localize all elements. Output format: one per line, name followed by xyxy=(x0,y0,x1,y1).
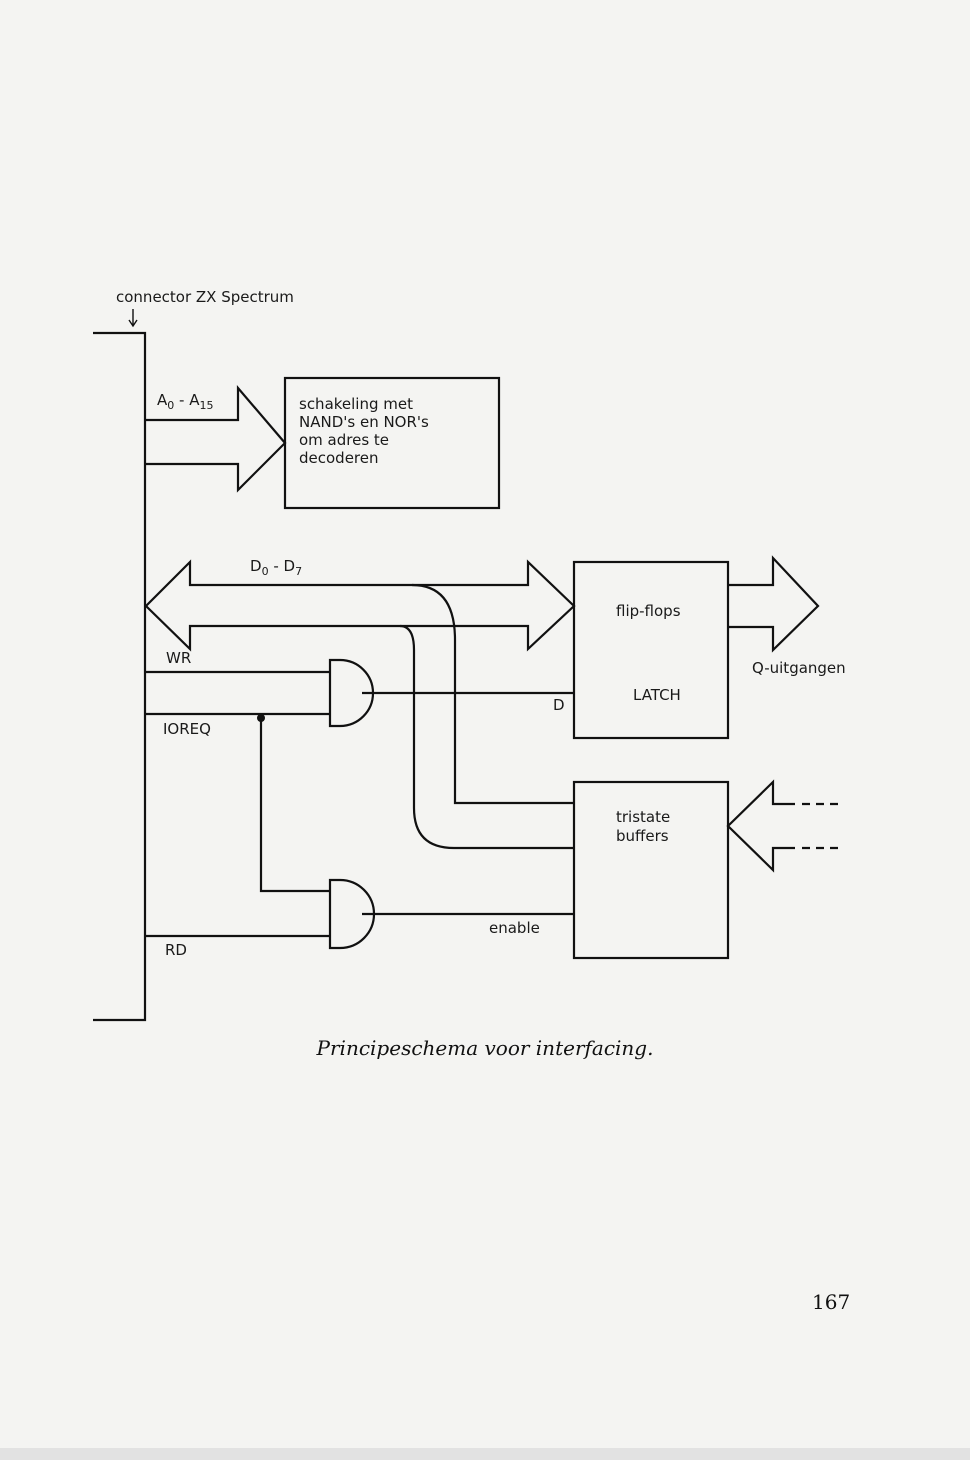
buffer-input-arrow xyxy=(726,779,795,873)
connector-bar xyxy=(93,331,147,1022)
page-bottom-edge xyxy=(0,1448,970,1460)
connector-pointer-icon xyxy=(128,309,138,328)
decoder-line-1: schakeling met xyxy=(299,395,413,413)
latch-d-label: D xyxy=(553,696,565,714)
data-bus-arrow xyxy=(144,559,576,652)
and-gate-read xyxy=(328,878,376,950)
enable-label: enable xyxy=(489,919,540,937)
decoder-line-4: decoderen xyxy=(299,449,379,467)
wr-label: WR xyxy=(166,649,191,667)
page-number: 167 xyxy=(812,1290,851,1314)
data-bus-label: D0 - D7 xyxy=(250,557,302,578)
buffers-box xyxy=(572,780,730,960)
q-outputs-label: Q-uitgangen xyxy=(752,659,846,677)
address-bus-label: A0 - A15 xyxy=(157,391,213,412)
latch-top-label: flip-flops xyxy=(616,602,681,620)
ioreq-branch xyxy=(259,718,330,893)
junction-dot xyxy=(257,714,265,722)
data-line-lower xyxy=(399,624,574,850)
ioreq-label: IOREQ xyxy=(163,720,211,738)
and-gate-write xyxy=(328,658,375,728)
decoder-line-2: NAND's en NOR's xyxy=(299,413,429,431)
decoder-line-3: om adres te xyxy=(299,431,389,449)
buffers-line-2: buffers xyxy=(616,827,669,845)
connector-label: connector ZX Spectrum xyxy=(116,288,294,306)
data-line-upper xyxy=(411,583,574,805)
buffers-line-1: tristate xyxy=(616,808,670,826)
figure-caption: Principeschema voor interfacing. xyxy=(316,1036,654,1060)
latch-box xyxy=(572,560,730,740)
buffer-input-dashes xyxy=(802,802,842,850)
latch-bottom-label: LATCH xyxy=(633,686,681,704)
q-output-arrow xyxy=(728,555,820,653)
decoder-box xyxy=(283,376,501,510)
rd-label: RD xyxy=(165,941,187,959)
